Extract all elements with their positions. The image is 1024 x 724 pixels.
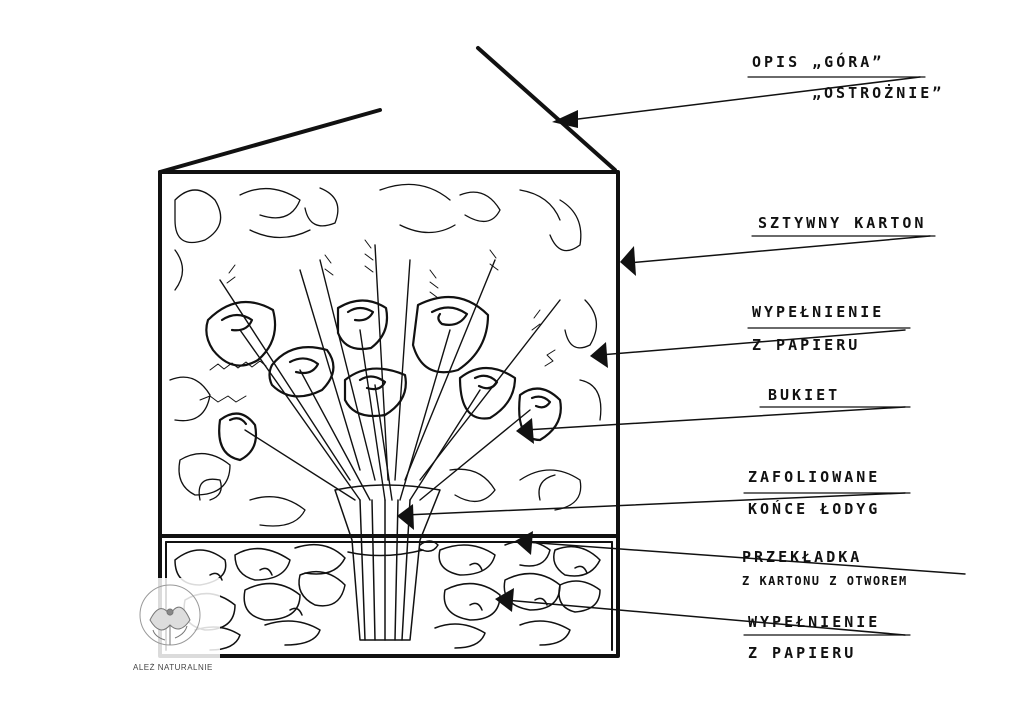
leader-sztywny-karton xyxy=(620,235,931,276)
box-lid-flaps xyxy=(158,46,617,174)
labels: OPIS „GÓRA” „OSTROŻNIE” SZTYWNY KARTON W… xyxy=(742,52,944,662)
rose-8 xyxy=(218,412,258,462)
label-wypelnienie-dol-line1: WYPEŁNIENIE xyxy=(748,613,880,631)
label-wypelnienie-dol-line2: Z PAPIERU xyxy=(748,644,856,662)
label-opis-gora-line2: „OSTROŻNIE” xyxy=(812,83,944,102)
leader-opis-gora xyxy=(552,76,921,128)
label-zafoliowane-line2: KOŃCE ŁODYG xyxy=(748,499,880,518)
leader-wypelnienie-dol xyxy=(495,588,906,636)
label-sztywny-karton: SZTYWNY KARTON xyxy=(758,214,926,232)
leader-zafoliowane xyxy=(397,492,906,530)
label-zafoliowane-line1: ZAFOLIOWANE xyxy=(748,468,880,486)
leader-bukiet xyxy=(516,406,906,444)
bouquet-drawing xyxy=(199,239,562,641)
label-bukiet: BUKIET xyxy=(768,386,840,404)
rose-1 xyxy=(205,300,277,367)
leader-wypelnienie-gora xyxy=(590,329,906,368)
rose-3 xyxy=(411,295,490,374)
wrapped-stem-ends xyxy=(334,484,441,641)
rose-2 xyxy=(336,299,389,351)
rose-5 xyxy=(343,367,407,418)
annotation-leaders xyxy=(397,76,966,636)
label-opis-gora-line1: OPIS „GÓRA” xyxy=(752,52,884,71)
rose-6 xyxy=(458,366,517,420)
watermark-logo: ALEŻ NATURALNIE xyxy=(120,578,220,678)
label-przekladka-line2: Z KARTONU Z OTWOREM xyxy=(742,574,908,588)
paper-filling-lower xyxy=(174,540,601,651)
box-outline xyxy=(158,170,620,658)
flower-logo-icon xyxy=(139,584,201,646)
leader-przekladka xyxy=(515,531,966,575)
paper-filling-upper xyxy=(169,183,602,527)
label-wypelnienie-gora-line2: Z PAPIERU xyxy=(752,336,860,354)
label-przekladka-line1: PRZEKŁADKA xyxy=(742,548,862,566)
rose-4 xyxy=(268,346,335,398)
logo-text: ALEŻ NATURALNIE xyxy=(133,663,213,672)
label-wypelnienie-gora-line1: WYPEŁNIENIE xyxy=(752,303,884,321)
